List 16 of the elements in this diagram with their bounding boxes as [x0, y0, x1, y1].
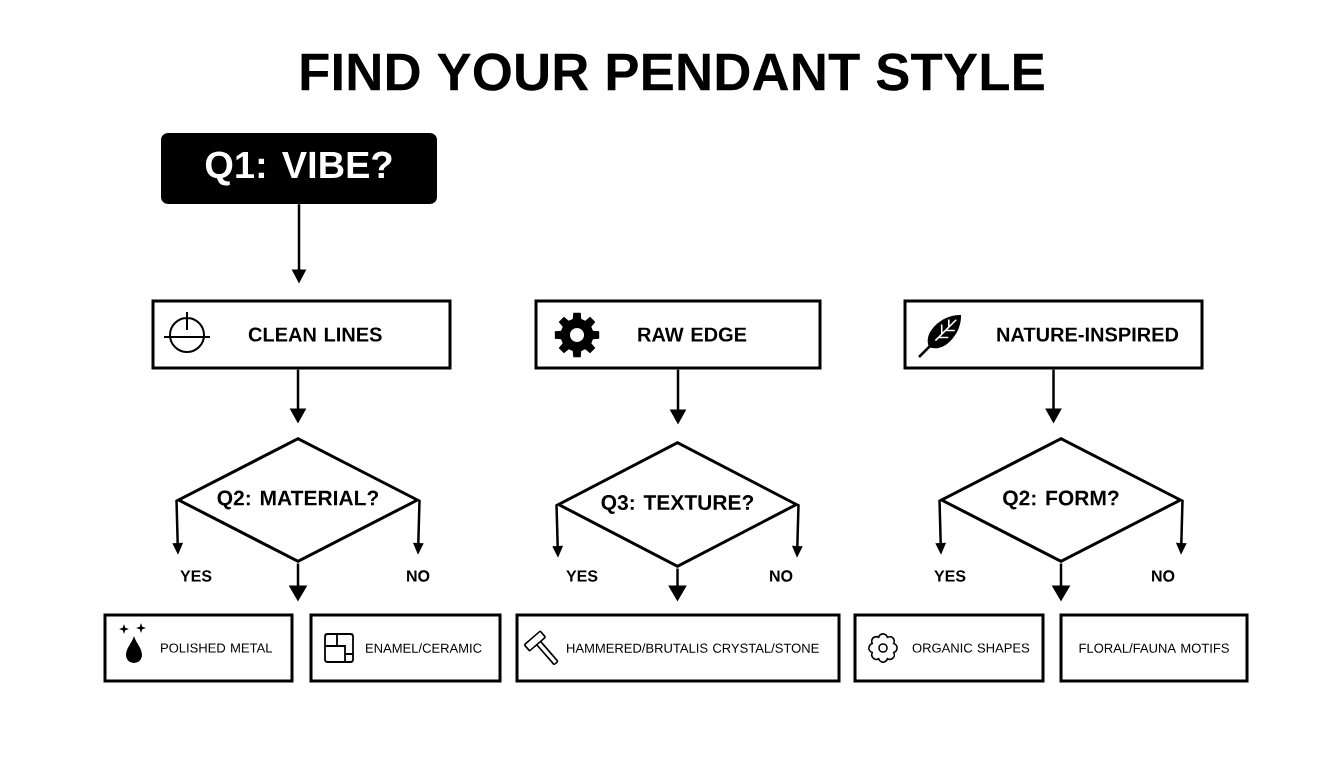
branch-label: YES: [564, 569, 600, 583]
result-box: HAMMERED/BRUTALIS CRYSTAL/STONE: [515, 613, 841, 683]
branch-label: NO: [767, 569, 795, 583]
category-box: CLEAN LINES: [151, 299, 452, 370]
question-box: Q1: VIBE?: [161, 133, 437, 204]
branch-label: YES: [178, 569, 214, 583]
branch-label: YES: [932, 569, 968, 583]
title: FIND YOUR PENDANT STYLE: [301, 53, 1044, 91]
category-box: RAW EDGE: [534, 299, 822, 370]
result-box: ENAMEL/CERAMIC: [309, 613, 502, 683]
branch-label: NO: [1149, 569, 1177, 583]
branch-label: NO: [404, 569, 432, 583]
result-box: ORGANIC SHAPES: [853, 613, 1045, 683]
result-box: POLISHED METAL: [103, 613, 294, 683]
result-box: FLORAL/FAUNA MOTIFS: [1059, 613, 1249, 683]
category-box: NATURE-INSPIRED: [903, 299, 1204, 370]
